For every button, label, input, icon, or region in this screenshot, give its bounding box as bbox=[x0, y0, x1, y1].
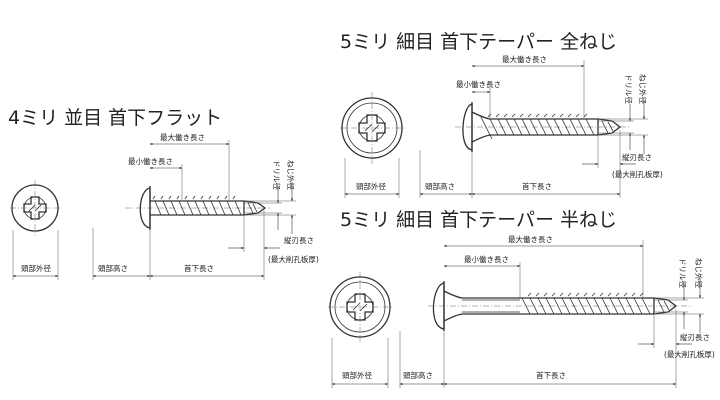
side-view-taper-full bbox=[455, 102, 630, 152]
label-max-working-length-3: 最大働き長さ bbox=[508, 234, 553, 244]
label-blade-length-3: 縦刃長さ bbox=[680, 332, 710, 342]
label-blade-length-2: 縦刃長さ bbox=[622, 152, 652, 162]
dimensions-flat: 頭部外径 頭部高さ 首下長さ 最大働き長さ 最小働き長さ ドリル径 ねじ外径 bbox=[12, 132, 319, 280]
label-drill-diameter-1: ドリル径 bbox=[272, 160, 282, 190]
title-flat: 4ミリ 並目 首下フラット bbox=[8, 107, 222, 129]
dimensions-taper-full: 頭部外径 頭部高さ 首下長さ 最大働き長さ 最小働き長さ ドリル径 ねじ外径 bbox=[344, 54, 663, 198]
label-thread-outer-diameter-1: ねじ外径 bbox=[286, 160, 296, 190]
label-head-height-1: 頭部高さ bbox=[98, 263, 128, 273]
label-drill-diameter-3: ドリル径 bbox=[678, 258, 688, 288]
label-head-outer-diameter-2: 頭部外径 bbox=[356, 181, 386, 191]
title-taper-full: 5ミリ 細目 首下テーパー 全ねじ bbox=[340, 31, 617, 53]
label-head-height-2: 頭部高さ bbox=[425, 181, 455, 191]
label-max-working-length-2: 最大働き長さ bbox=[502, 54, 547, 64]
label-head-height-3: 頭部高さ bbox=[403, 370, 433, 380]
side-view-taper-half bbox=[428, 281, 690, 331]
label-thread-outer-diameter-2: ねじ外径 bbox=[638, 74, 648, 104]
dimensions-taper-half: 頭部外径 頭部高さ 首下長さ 最大働き長さ 最小働き長さ ドリル径 ねじ外径 bbox=[331, 234, 715, 388]
label-blade-length-1: 縦刃長さ bbox=[284, 235, 314, 245]
side-view-flat bbox=[125, 186, 270, 230]
title-taper-half: 5ミリ 細目 首下テーパー 半ねじ bbox=[340, 209, 617, 231]
screw-taper-half: 頭部外径 頭部高さ 首下長さ 最大働き長さ 最小働き長さ ドリル径 ねじ外径 bbox=[328, 234, 715, 388]
label-head-outer-diameter-1: 頭部外径 bbox=[21, 263, 51, 273]
head-top-view-flat bbox=[10, 180, 60, 236]
label-min-working-length-2: 最小働き長さ bbox=[456, 79, 501, 89]
label-max-working-length-1: 最大働き長さ bbox=[160, 132, 205, 142]
label-drill-diameter-2: ドリル径 bbox=[624, 74, 634, 104]
label-length-under-head-1: 首下長さ bbox=[184, 263, 214, 273]
label-max-drill-plate-3: (最大削孔板厚) bbox=[664, 349, 715, 359]
label-max-drill-plate-2: (最大削孔板厚) bbox=[612, 169, 663, 179]
label-thread-outer-diameter-3: ねじ外径 bbox=[694, 258, 704, 288]
label-min-working-length-3: 最小働き長さ bbox=[464, 254, 509, 264]
screw-flat: 頭部外径 頭部高さ 首下長さ 最大働き長さ 最小働き長さ ドリル径 ねじ外径 bbox=[10, 132, 319, 280]
label-head-outer-diameter-3: 頭部外径 bbox=[342, 370, 372, 380]
label-length-under-head-3: 首下長さ bbox=[536, 370, 566, 380]
head-top-view-taper-half bbox=[328, 272, 392, 342]
head-top-view-taper-full bbox=[340, 92, 404, 164]
label-min-working-length-1: 最小働き長さ bbox=[128, 156, 173, 166]
screw-taper-full: 頭部外径 頭部高さ 首下長さ 最大働き長さ 最小働き長さ ドリル径 ねじ外径 bbox=[340, 54, 663, 198]
label-max-drill-plate-1: (最大削孔板厚) bbox=[268, 254, 319, 264]
label-length-under-head-2: 首下長さ bbox=[522, 181, 552, 191]
